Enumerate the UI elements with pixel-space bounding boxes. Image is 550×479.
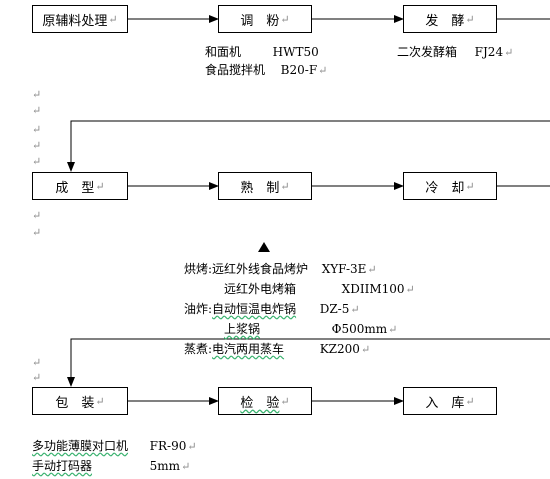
paragraph-mark: ↵ <box>32 226 42 239</box>
fermenting-equipment: 二次发酵箱 FJ24↵ <box>397 45 514 59</box>
paragraph-mark: ↵ <box>32 139 42 152</box>
step-label: 原辅料处理 <box>42 13 108 29</box>
connector-row1-row2 <box>67 120 550 172</box>
step-forming: 成 型↵ <box>32 172 128 200</box>
step-storage: 入 库↵ <box>403 387 497 415</box>
step-label: 包 装 <box>55 395 95 411</box>
step-inspection: 检 验↵ <box>218 387 312 415</box>
paragraph-mark: ↵ <box>32 356 42 369</box>
up-triangle-icon <box>258 242 270 252</box>
steaming-equipment: 蒸煮:电汽两用蒸车 KZ200↵ <box>184 342 371 356</box>
step-label: 发 酵 <box>425 13 465 29</box>
step-packing: 包 装↵ <box>32 387 128 415</box>
frying-equipment-1: 油炸:自动恒温电炸锅 DZ-5↵ <box>184 302 360 316</box>
step-label: 熟 制 <box>240 180 280 196</box>
step-raw-material: 原辅料处理↵ <box>32 5 128 33</box>
step-cooling: 冷 却↵ <box>403 172 497 200</box>
packing-equipment-2: 手动打码器 5mm↵ <box>32 459 191 473</box>
frying-equipment-2: 上浆锅 Φ500mm↵ <box>224 322 398 336</box>
step-label: 检 验 <box>240 395 280 411</box>
paragraph-mark: ↵ <box>32 155 42 168</box>
connector-row2-row3 <box>67 338 550 387</box>
step-label: 入 库 <box>425 395 465 411</box>
step-label: 调 粉 <box>240 13 280 29</box>
step-cooking: 熟 制↵ <box>218 172 312 200</box>
step-mixing: 调 粉↵ <box>218 5 312 33</box>
packing-equipment-1: 多功能薄膜对口机 FR-90↵ <box>32 439 197 453</box>
paragraph-mark: ↵ <box>32 104 42 117</box>
step-label: 冷 却 <box>425 180 465 196</box>
mixing-equipment-1: 和面机 HWT50 <box>205 45 319 59</box>
baking-equipment-1: 烘烤:远红外线食品烤炉 XYF-3E↵ <box>184 262 377 276</box>
step-label: 成 型 <box>55 180 95 196</box>
paragraph-mark: ↵ <box>32 371 42 384</box>
step-fermenting: 发 酵↵ <box>403 5 497 33</box>
paragraph-mark: ↵ <box>32 209 42 222</box>
mixing-equipment-2: 食品搅拌机 B20-F↵ <box>205 63 328 77</box>
paragraph-mark: ↵ <box>32 123 42 136</box>
paragraph-mark: ↵ <box>32 88 42 101</box>
baking-equipment-2: 远红外电烤箱 XDIIM100↵ <box>224 282 415 296</box>
